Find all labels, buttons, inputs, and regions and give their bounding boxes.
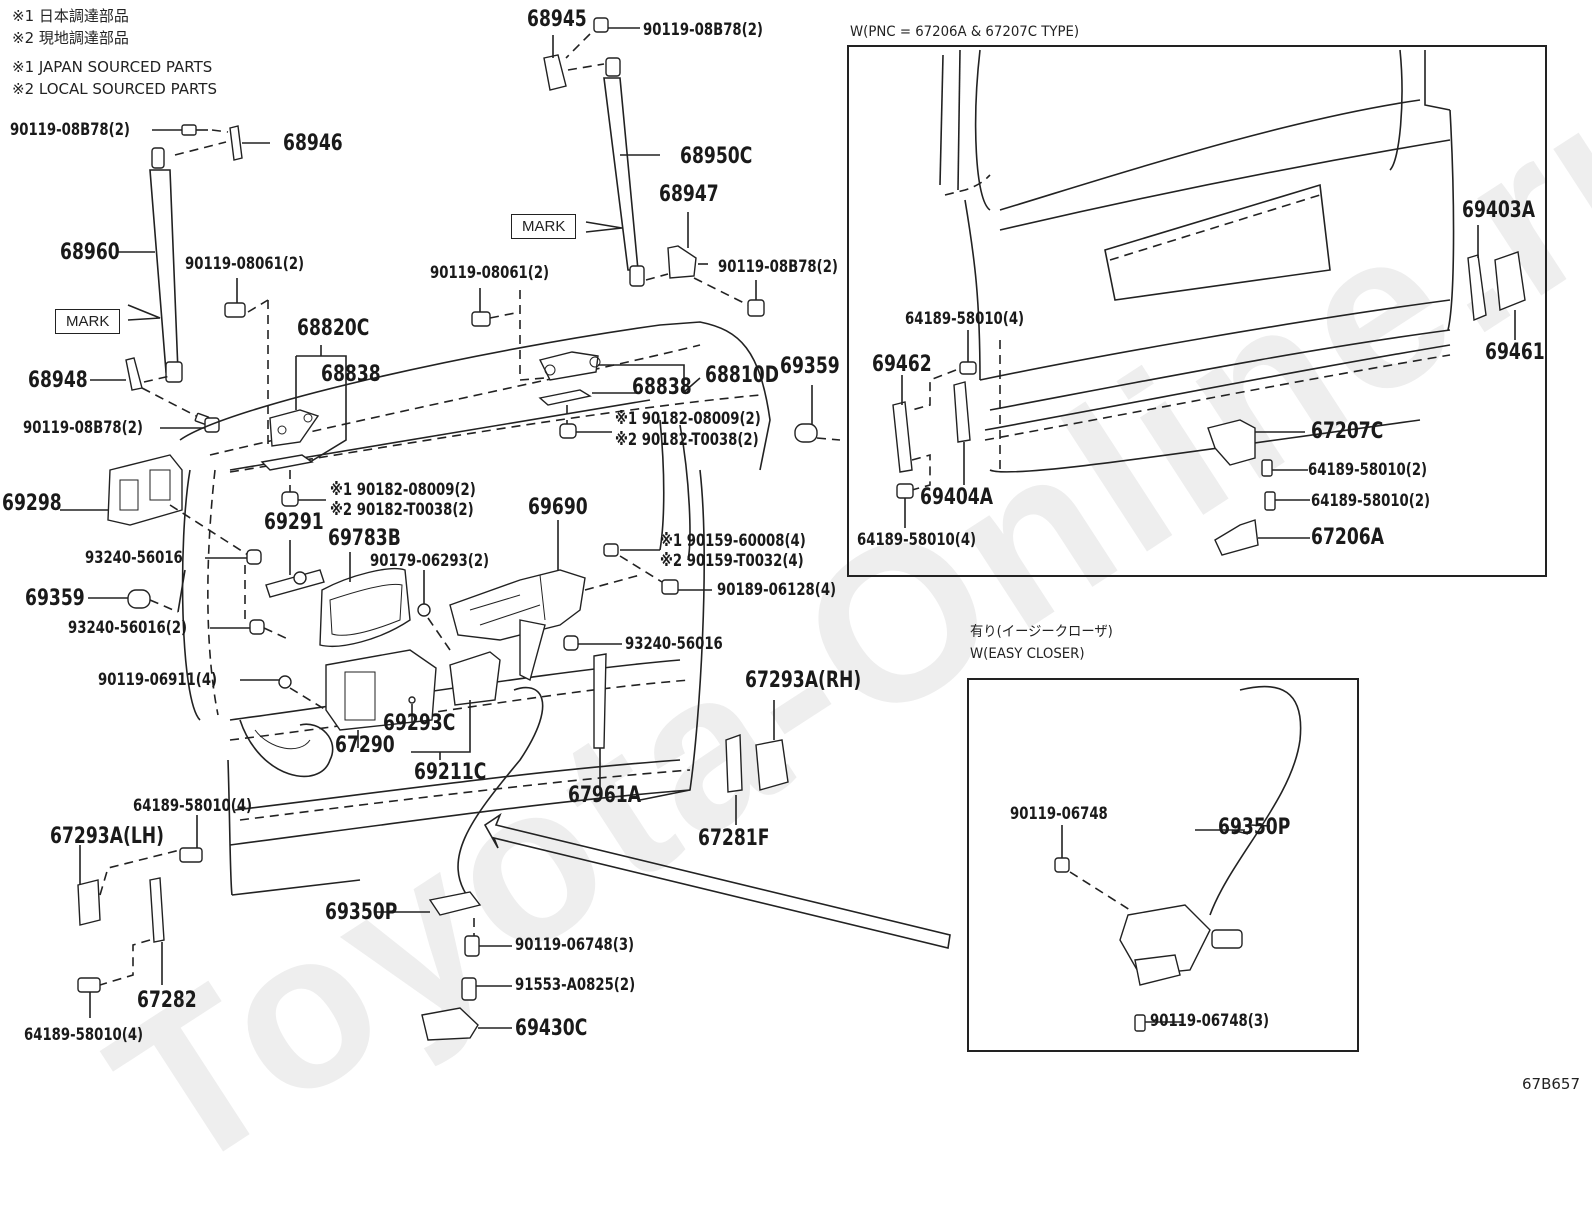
part-label-68946[interactable]: 68946 bbox=[283, 131, 343, 156]
note-jp-japan-sourced: ※1 日本調達部品 bbox=[12, 7, 129, 25]
part-label-90119-06748-3[interactable]: 90119-06748(3) bbox=[515, 935, 635, 955]
part-label-68820C[interactable]: 68820C bbox=[297, 316, 370, 341]
part-label-64189-58010-inset-a[interactable]: 64189-58010(4) bbox=[905, 309, 1025, 329]
part-label-69211C[interactable]: 69211C bbox=[414, 760, 487, 785]
mark-callout-center: MARK bbox=[511, 214, 577, 239]
part-label-90159-T0032[interactable]: ※2 90159-T0032(4) bbox=[660, 551, 804, 571]
part-label-64189-58010-bottom[interactable]: 64189-58010(4) bbox=[24, 1025, 144, 1045]
figure-code: 67B657 bbox=[1522, 1075, 1581, 1093]
part-label-90119-06748-3-closer[interactable]: 90119-06748(3) bbox=[1150, 1011, 1270, 1031]
part-label-69298[interactable]: 69298 bbox=[2, 491, 62, 516]
inset-type-door-art bbox=[939, 49, 1455, 473]
part-label-90182-08009-right[interactable]: ※1 90182-08009(2) bbox=[615, 409, 761, 429]
part-label-69291[interactable]: 69291 bbox=[264, 510, 324, 535]
part-label-90179-06293[interactable]: 90179-06293(2) bbox=[370, 551, 490, 571]
part-label-69430C[interactable]: 69430C bbox=[515, 1016, 588, 1041]
part-label-64189-58010-inset-2b[interactable]: 64189-58010(2) bbox=[1311, 491, 1431, 511]
part-label-68945[interactable]: 68945 bbox=[527, 7, 587, 32]
part-label-64189-58010-inset-b[interactable]: 64189-58010(4) bbox=[857, 530, 977, 550]
part-label-90119-08B78-right[interactable]: 90119-08B78(2) bbox=[718, 257, 838, 277]
part-label-67207C[interactable]: 67207C bbox=[1311, 419, 1384, 444]
part-label-69403A[interactable]: 69403A bbox=[1462, 198, 1535, 223]
part-label-69461[interactable]: 69461 bbox=[1485, 340, 1545, 365]
part-label-93240-56016-b[interactable]: 93240-56016 bbox=[625, 634, 723, 654]
part-label-69359-right[interactable]: 69359 bbox=[780, 354, 840, 379]
part-label-67281F[interactable]: 67281F bbox=[698, 826, 770, 851]
part-label-90182-08009-left[interactable]: ※1 90182-08009(2) bbox=[330, 480, 476, 500]
hinge-68820C bbox=[260, 409, 320, 471]
part-label-93240-56016-a[interactable]: 93240-56016 bbox=[85, 548, 183, 568]
part-label-90182-T0038-left[interactable]: ※2 90182-T0038(2) bbox=[330, 500, 474, 520]
part-label-90119-08061-left[interactable]: 90119-08061(2) bbox=[185, 254, 305, 274]
part-label-90159-60008[interactable]: ※1 90159-60008(4) bbox=[660, 531, 806, 551]
gas-strut-68960 bbox=[149, 147, 183, 383]
part-label-69293C[interactable]: 69293C bbox=[383, 711, 456, 736]
part-label-64189-58010-inset-2a[interactable]: 64189-58010(2) bbox=[1308, 460, 1428, 480]
inset-closer-title-en: W(EASY CLOSER) bbox=[970, 646, 1085, 662]
part-label-90119-06911[interactable]: 90119-06911(4) bbox=[98, 670, 218, 690]
part-label-69350P-closer[interactable]: 69350P bbox=[1218, 815, 1291, 840]
part-label-90119-06748-closer[interactable]: 90119-06748 bbox=[1010, 804, 1108, 824]
part-label-90119-08B78-low[interactable]: 90119-08B78(2) bbox=[23, 418, 143, 438]
part-label-68810D[interactable]: 68810D bbox=[705, 363, 779, 388]
part-label-67206A[interactable]: 67206A bbox=[1311, 525, 1384, 550]
lock-assembly-69690 bbox=[449, 569, 586, 682]
part-label-68960[interactable]: 68960 bbox=[60, 240, 120, 265]
inset-closer-title-jp: 有り(イージークローザ) bbox=[970, 624, 1113, 640]
inset-type-frame bbox=[847, 45, 1547, 577]
part-label-90119-08B78-left[interactable]: 90119-08B78(2) bbox=[10, 120, 130, 140]
part-label-67290[interactable]: 67290 bbox=[335, 733, 395, 758]
hinge-68810D bbox=[538, 351, 601, 406]
note-japan-sourced-parts: ※1 JAPAN SOURCED PARTS bbox=[12, 58, 213, 76]
diagram-line-art bbox=[60, 17, 1526, 1041]
part-label-68838-right[interactable]: 68838 bbox=[632, 375, 692, 400]
part-label-69462[interactable]: 69462 bbox=[872, 352, 932, 377]
part-label-69404A[interactable]: 69404A bbox=[920, 485, 993, 510]
gas-strut-68950C bbox=[603, 57, 645, 287]
bracket-69298 bbox=[107, 454, 183, 526]
part-label-69690[interactable]: 69690 bbox=[528, 495, 588, 520]
inset-closer-frame bbox=[967, 678, 1359, 1052]
part-label-64189-58010-top[interactable]: 64189-58010(4) bbox=[133, 796, 253, 816]
part-label-68950C[interactable]: 68950C bbox=[680, 144, 753, 169]
inset-type-title: W(PNC = 67206A & 67207C TYPE) bbox=[850, 24, 1080, 40]
part-label-67293A-LH[interactable]: 67293A(LH) bbox=[50, 824, 164, 849]
part-label-91553-A0825[interactable]: 91553-A0825(2) bbox=[515, 975, 636, 995]
parts-diagram: Toyota-Online.ru bbox=[2, 7, 1592, 1219]
part-label-67961A[interactable]: 67961A bbox=[568, 783, 641, 808]
part-label-93240-56016-2[interactable]: 93240-56016(2) bbox=[68, 618, 188, 638]
part-label-90182-T0038-right[interactable]: ※2 90182-T0038(2) bbox=[615, 430, 759, 450]
part-label-68948[interactable]: 68948 bbox=[28, 368, 88, 393]
part-label-68838-left[interactable]: 68838 bbox=[321, 362, 381, 387]
note-local-sourced-parts: ※2 LOCAL SOURCED PARTS bbox=[12, 80, 217, 98]
part-label-90119-08B78-top[interactable]: 90119-08B78(2) bbox=[643, 20, 763, 40]
part-label-90119-08061-mid[interactable]: 90119-08061(2) bbox=[430, 263, 550, 283]
part-label-67282[interactable]: 67282 bbox=[137, 988, 197, 1013]
part-label-69350P[interactable]: 69350P bbox=[325, 900, 398, 925]
note-jp-local-sourced: ※2 現地調達部品 bbox=[12, 29, 129, 47]
part-label-67293A-RH[interactable]: 67293A(RH) bbox=[745, 668, 862, 693]
part-label-69783B[interactable]: 69783B bbox=[328, 526, 401, 551]
part-label-90189-06128[interactable]: 90189-06128(4) bbox=[717, 580, 837, 600]
part-label-69359-left[interactable]: 69359 bbox=[25, 586, 85, 611]
mark-callout-left: MARK bbox=[55, 309, 121, 334]
part-label-68947[interactable]: 68947 bbox=[659, 182, 719, 207]
